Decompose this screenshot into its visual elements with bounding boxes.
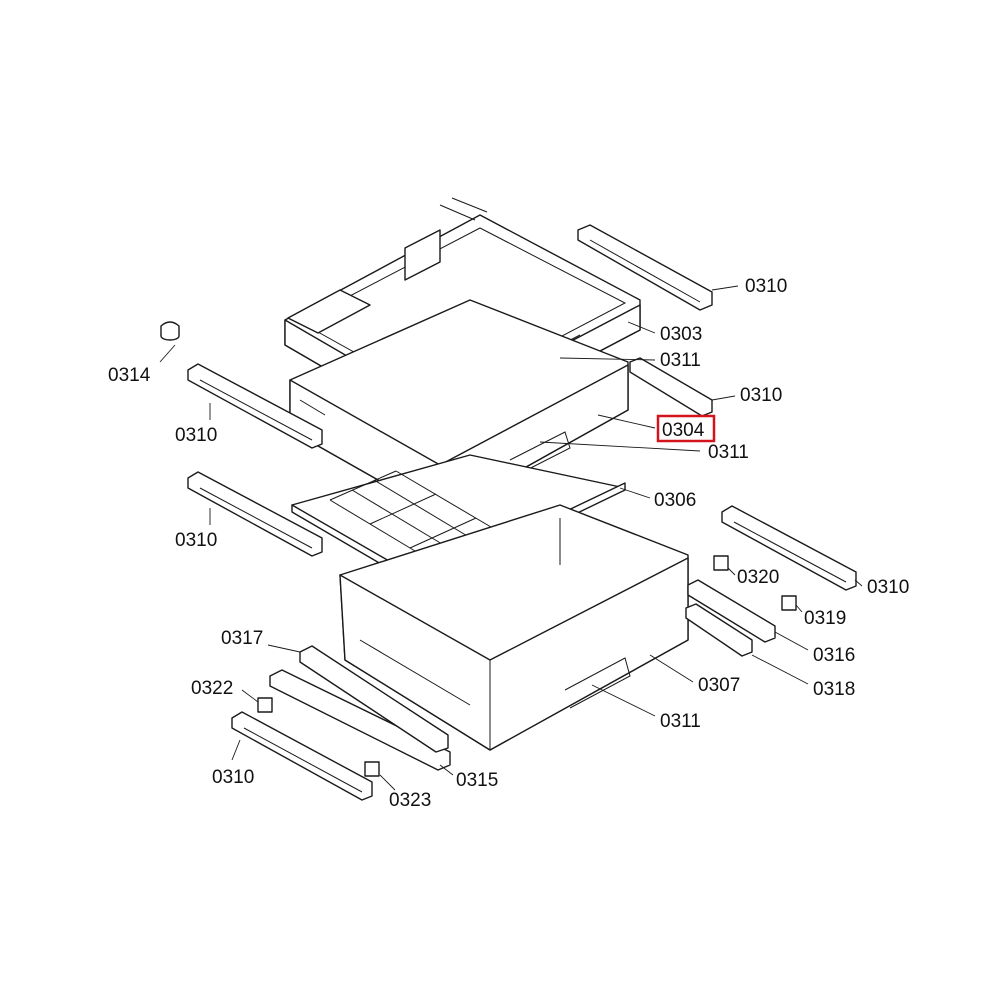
part-0310-rail-d bbox=[187, 471, 323, 557]
part-0317-strip bbox=[299, 645, 449, 753]
part-0322-clip bbox=[257, 697, 273, 713]
part-0310-rail-f bbox=[231, 711, 373, 801]
callout-0319[interactable]: 0319 bbox=[804, 608, 846, 629]
part-0315-cover-strip bbox=[269, 669, 451, 771]
callout-0310[interactable]: 0310 bbox=[745, 276, 787, 297]
callout-0318[interactable]: 0318 bbox=[813, 679, 855, 700]
callout-0320[interactable]: 0320 bbox=[737, 567, 779, 588]
callout-0311[interactable]: 0311 bbox=[708, 442, 749, 463]
part-0314-knob bbox=[160, 321, 180, 341]
callout-0314[interactable]: 0314 bbox=[108, 365, 151, 386]
callout-0306[interactable]: 0306 bbox=[654, 490, 696, 511]
callout-0323[interactable]: 0323 bbox=[389, 790, 431, 811]
part-0307-lower-drawer bbox=[339, 504, 689, 751]
callout-0317[interactable]: 0317 bbox=[221, 628, 263, 649]
part-0310-rail-c bbox=[187, 363, 323, 449]
callout-0310[interactable]: 0310 bbox=[175, 425, 217, 446]
callout-0322[interactable]: 0322 bbox=[191, 678, 233, 699]
callout-0315[interactable]: 0315 bbox=[456, 770, 498, 791]
callout-0310[interactable]: 0310 bbox=[212, 767, 254, 788]
callout-0311[interactable]: 0311 bbox=[660, 350, 701, 371]
part-0320-clip bbox=[713, 555, 729, 571]
leader-lines bbox=[159, 285, 863, 791]
part-0323-clip bbox=[364, 761, 380, 777]
callout-0304[interactable]: 0304 bbox=[662, 420, 705, 441]
callout-0310[interactable]: 0310 bbox=[867, 577, 909, 598]
part-0319-clip bbox=[781, 595, 797, 611]
part-0310-rail-a bbox=[577, 224, 713, 311]
callout-0311[interactable]: 0311 bbox=[660, 711, 701, 732]
callout-0310[interactable]: 0310 bbox=[175, 530, 217, 551]
part-0316-runner bbox=[687, 579, 776, 643]
callout-0316[interactable]: 0316 bbox=[813, 645, 855, 666]
part-0310-rail-b bbox=[629, 357, 713, 417]
callout-0304-highlight-box bbox=[656, 414, 716, 443]
callout-0303[interactable]: 0303 bbox=[660, 324, 702, 345]
part-0310-rail-e bbox=[721, 505, 857, 591]
callout-0307[interactable]: 0307 bbox=[698, 675, 740, 696]
callout-0310[interactable]: 0310 bbox=[740, 385, 782, 406]
part-0318-bracket bbox=[685, 603, 753, 657]
